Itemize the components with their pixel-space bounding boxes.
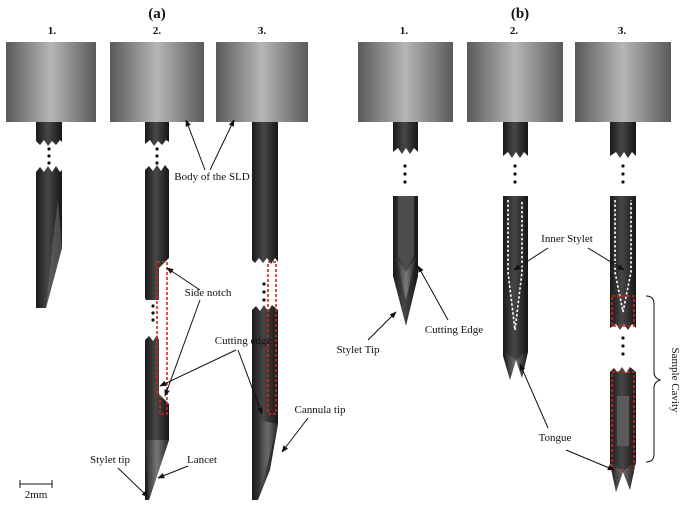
label-body-of-sld: Body of the SLD — [174, 171, 250, 183]
arrow-cutting-edge-a1 — [159, 349, 237, 387]
label-stylet-tip-b: Stylet Tip — [336, 344, 380, 356]
needle-a2 — [145, 122, 169, 500]
sld-body-b3 — [575, 42, 671, 122]
arrow-body-2 — [209, 119, 235, 171]
sld-body-a1 — [6, 42, 96, 122]
needle-b2 — [503, 122, 528, 380]
arrow-side-notch-2 — [164, 299, 201, 397]
arrow-body-1 — [185, 119, 206, 171]
sld-body-a2 — [110, 42, 204, 122]
label-side-notch: Side notch — [185, 287, 232, 299]
sld-body-a3 — [216, 42, 308, 122]
panel-b-label: (b) — [511, 6, 529, 22]
scale-bar-label: 2mm — [25, 489, 48, 501]
arrow-side-notch-1 — [166, 267, 201, 291]
arrow-stylet-tip-b — [367, 311, 397, 341]
panel-b-step-2: 2. — [510, 25, 519, 37]
panel-a-step-3: 3. — [258, 25, 267, 37]
sld-body-b2 — [467, 42, 563, 122]
arrow-cannula-tip — [281, 417, 309, 453]
arrow-tongue-2 — [565, 449, 615, 471]
label-stylet-tip-a: Stylet tip — [90, 454, 131, 466]
needle-b1 — [393, 122, 418, 326]
sample-cavity-bracket — [645, 295, 662, 463]
panel-b-step-1: 1. — [400, 25, 409, 37]
label-sample-cavity: Sample Cavity — [669, 347, 681, 413]
label-tongue: Tongue — [539, 432, 572, 444]
label-cutting-edge-a: Cutting edge — [215, 335, 272, 347]
arrow-inner-stylet-1 — [513, 247, 549, 271]
arrow-stylet-tip-a — [117, 467, 149, 498]
label-cutting-edge-b: Cutting Edge — [425, 324, 483, 336]
arrow-lancet — [157, 465, 189, 479]
arrow-inner-stylet-2 — [587, 247, 625, 271]
label-cannula-tip: Cannula tip — [294, 404, 346, 416]
needle-b3 — [610, 122, 636, 492]
needle-a1 — [36, 122, 62, 308]
scale-bar: 2mm — [19, 480, 53, 501]
panel-b-step-3: 3. — [618, 25, 627, 37]
panel-a-step-2: 2. — [153, 25, 162, 37]
arrow-cutting-edge-b — [417, 265, 449, 321]
panel-a-step-1: 1. — [48, 25, 57, 37]
panel-a-label: (a) — [148, 6, 166, 22]
label-inner-stylet: Inner Stylet — [541, 233, 593, 245]
arrow-tongue-1 — [519, 363, 549, 429]
needle-a3 — [252, 122, 278, 500]
arrow-cutting-edge-a2 — [237, 349, 263, 415]
label-lancet: Lancet — [187, 454, 217, 466]
sld-body-b1 — [358, 42, 453, 122]
